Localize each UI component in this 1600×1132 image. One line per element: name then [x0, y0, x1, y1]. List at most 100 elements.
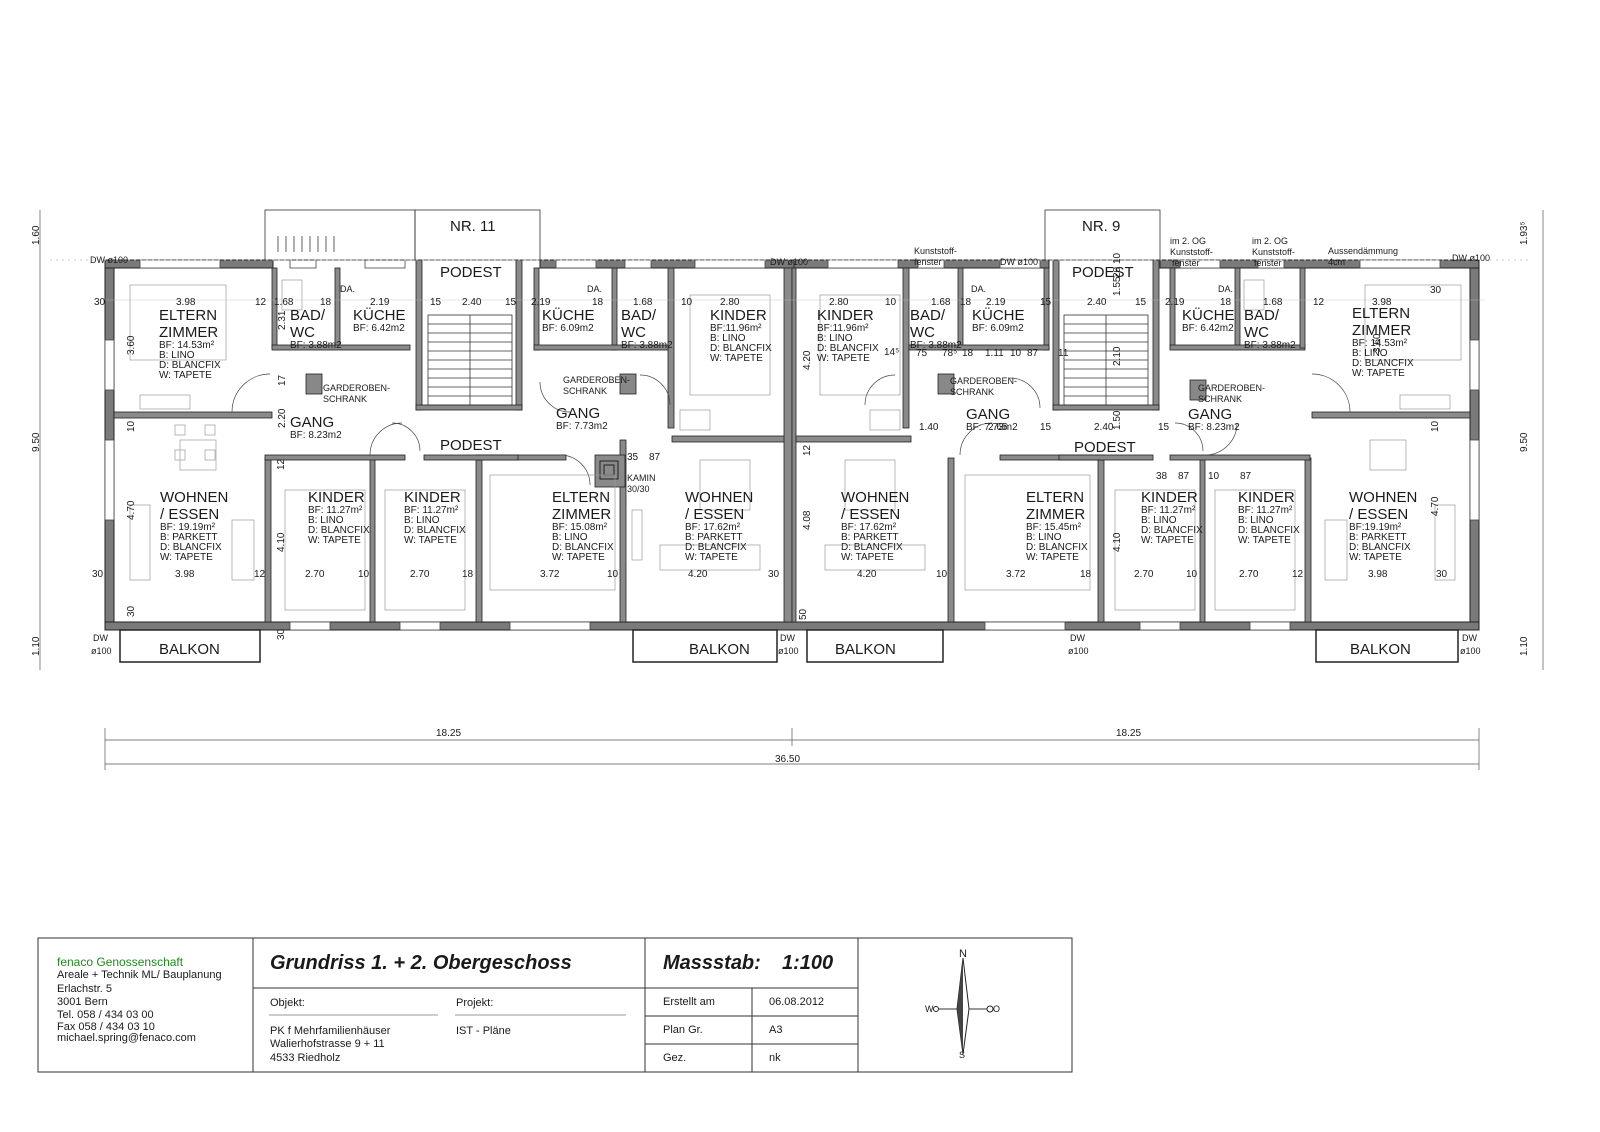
- downpipe-label: DW: [1462, 633, 1477, 643]
- dimension-value: 87: [649, 452, 661, 463]
- nr9-box: [1044, 209, 1161, 261]
- sofa: [1434, 504, 1456, 581]
- door-swing: [539, 381, 571, 413]
- wall-i-25: [1311, 411, 1471, 419]
- og-note: fenster: [1254, 258, 1282, 268]
- room-name: BAD/: [621, 307, 657, 324]
- bed: [964, 474, 1091, 591]
- door-swing: [231, 373, 271, 413]
- room-name: / ESSEN: [685, 506, 744, 523]
- room-name: WC: [1244, 324, 1269, 341]
- desk: [284, 489, 366, 611]
- bed: [384, 489, 466, 611]
- meta-label: Erstellt am: [663, 996, 715, 1008]
- table: [699, 459, 751, 511]
- shelf: [631, 509, 643, 561]
- room-name: GANG: [966, 406, 1010, 423]
- room-spec: D: BLANCFIX: [1238, 525, 1300, 536]
- room-name: KÜCHE: [972, 306, 1025, 324]
- dim-half-right: 18.25: [1116, 728, 1141, 739]
- dimension-value: 1.50: [1112, 410, 1123, 430]
- downpipe-label: DW ø100: [770, 257, 808, 267]
- wall-i-27: [369, 457, 376, 623]
- room-spec: BF:19.19m²: [1349, 522, 1402, 533]
- dimension-value: 2.19: [531, 297, 551, 308]
- wall-i-37: [1169, 454, 1311, 461]
- title-block-text: fenaco Genossenschaft Areale + Technik M…: [57, 952, 833, 1064]
- dimension-value: 10: [607, 569, 619, 580]
- downpipe-label: DW ø100: [1000, 257, 1038, 267]
- title-block: [37, 937, 1073, 1073]
- house-labels: NR. 11 NR. 9 PODEST PODEST PODEST PODEST…: [159, 218, 1411, 658]
- wall-i-2: [271, 267, 278, 349]
- room-spec: B: LINO: [1141, 515, 1177, 526]
- dimension-value: 15: [1040, 422, 1052, 433]
- room-name: WC: [910, 324, 935, 341]
- wall-i-14: [902, 267, 910, 429]
- downpipe-size: ø100: [91, 646, 112, 656]
- dimension-value: 10: [1112, 252, 1123, 264]
- room-name: WC: [621, 324, 646, 341]
- room-spec: BF: 11.27m²: [404, 505, 459, 516]
- dimension-value: 18: [462, 569, 474, 580]
- dim-depth-right: 9.50: [1519, 432, 1530, 452]
- dimension-value: 87: [1178, 471, 1190, 482]
- room-name: GANG: [556, 405, 600, 422]
- room-name: ELTERN: [552, 489, 610, 506]
- wall-i-26: [264, 457, 272, 623]
- podest-label: PODEST: [1072, 264, 1134, 281]
- room-spec: BF: 6.42m2: [1182, 323, 1234, 334]
- room-name: / ESSEN: [841, 506, 900, 523]
- bed: [1364, 284, 1462, 361]
- og-note: fenster: [1172, 258, 1200, 268]
- door-swing: [559, 454, 591, 486]
- room-name: KINDER: [404, 489, 461, 506]
- room-spec: B: LINO: [552, 532, 588, 543]
- room-spec: B: LINO: [1352, 348, 1388, 359]
- window-e-2: [1469, 439, 1480, 521]
- room-name: GANG: [1188, 406, 1232, 423]
- dim-total: 36.50: [775, 754, 800, 765]
- door-swing: [959, 422, 993, 456]
- dimension-value: 4.20: [688, 569, 708, 580]
- og-note: im 2. OG: [1252, 236, 1288, 246]
- room-spec: W: TAPETE: [710, 353, 763, 364]
- dimension-value: 4.70: [1430, 496, 1441, 516]
- window-n-4: [555, 259, 597, 269]
- room-spec: BF: 3.88m2: [621, 340, 673, 351]
- room-name: ZIMMER: [1026, 506, 1085, 523]
- room-spec: D: BLANCFIX: [685, 542, 747, 553]
- dimension-value: 18: [592, 297, 604, 308]
- drawing-title: Grundriss 1. + 2. Obergeschoss: [270, 952, 572, 974]
- objekt-line: Walierhofstrasse 9 + 11: [270, 1038, 385, 1050]
- door-swing: [639, 374, 671, 406]
- objekt-line: PK f Mehrfamilienhäuser: [270, 1025, 391, 1037]
- downpipe-label: DW ø100: [1452, 253, 1490, 263]
- wall-i-32: [947, 457, 955, 623]
- room-spec: W: TAPETE: [159, 370, 212, 381]
- door-swing: [1009, 377, 1041, 409]
- wall-i-18: [1052, 259, 1060, 411]
- dimension-value: 30: [1430, 285, 1442, 296]
- dimension-value: 3.60: [126, 335, 137, 355]
- wall-i-28: [475, 457, 483, 623]
- room-spec: W: TAPETE: [817, 353, 870, 364]
- projekt-value: IST - Pläne: [456, 1025, 511, 1037]
- dimension-value: 12: [276, 458, 287, 470]
- desk: [679, 409, 711, 431]
- dimension-value: 20: [1112, 266, 1123, 278]
- garderobe-l1: [305, 373, 323, 395]
- room-spec: B: PARKETT: [1349, 532, 1407, 543]
- room-spec: B: PARKETT: [160, 532, 218, 543]
- dimension-value: 2.70: [1134, 569, 1154, 580]
- tv-board: [231, 519, 255, 581]
- dimension-value: 3.60: [1372, 333, 1383, 353]
